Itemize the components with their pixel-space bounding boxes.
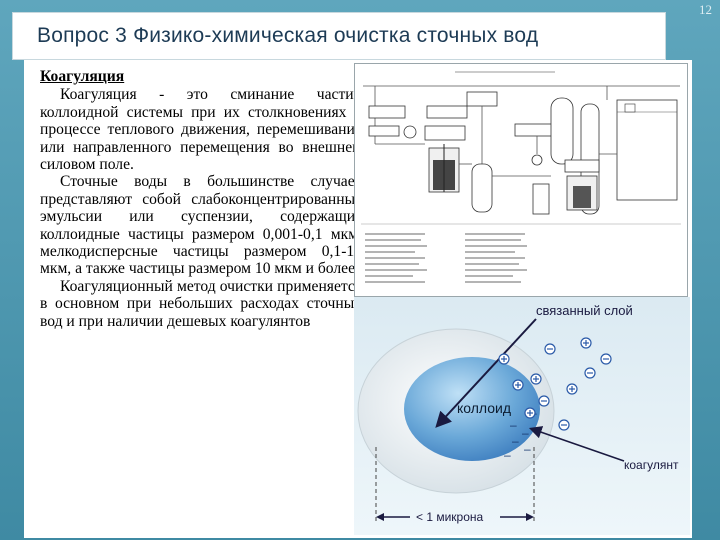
ion-signs: [501, 340, 609, 426]
content-area: Коагуляция Коагуляция - это сминание час…: [24, 60, 692, 538]
paragraph-method: Коагуляционный метод очистки применяется…: [40, 277, 362, 330]
slide-number: 12: [699, 2, 712, 17]
paragraph-wastewater: Сточные воды в большинстве случаев предс…: [40, 173, 362, 278]
section-heading: Коагуляция: [40, 68, 125, 85]
svg-text:–: –: [524, 442, 531, 456]
colloid-drawing: коллоид связанный слой ––– –––: [357, 303, 679, 524]
process-scheme-drawing: [355, 64, 687, 296]
colloid-label: коллоид: [457, 400, 511, 416]
process-scheme: [354, 63, 688, 297]
title-box: Вопрос 3 Физико-химическая очистка сточн…: [12, 12, 666, 60]
coagulant-label: коагулянт: [624, 458, 679, 472]
coagulant-arrow: [528, 426, 625, 462]
svg-text:–: –: [522, 426, 529, 440]
svg-text:–: –: [504, 448, 511, 462]
paragraph-definition: Коагуляция - это сминание частиц коллоид…: [40, 86, 362, 174]
size-label: < 1 микрона: [416, 510, 484, 524]
slide-title: Вопрос 3 Физико-химическая очистка сточн…: [37, 24, 539, 47]
bound-layer-arrow: [435, 318, 537, 428]
colloid-diagram: коллоид связанный слой ––– –––: [354, 297, 690, 535]
bound-layer-label: связанный слой: [536, 303, 633, 318]
body-text: Коагуляция Коагуляция - это сминание час…: [40, 68, 362, 330]
svg-text:–: –: [510, 418, 517, 432]
svg-text:–: –: [512, 434, 519, 448]
